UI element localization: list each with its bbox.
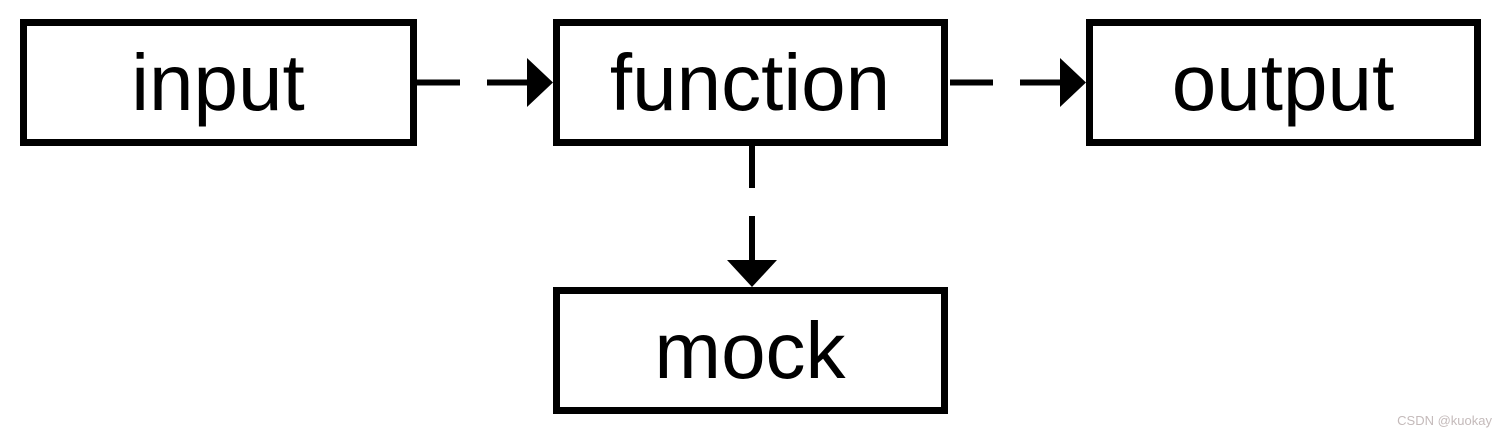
function-box xyxy=(553,19,948,146)
node-input: input xyxy=(20,19,417,146)
node-mock: mock xyxy=(553,287,948,414)
edge-function-to-mock xyxy=(727,146,777,287)
mock-label: mock xyxy=(654,306,846,395)
edge-function-to-output xyxy=(950,58,1086,107)
arrowhead-down-icon xyxy=(727,260,777,287)
arrowhead-right-icon xyxy=(527,58,553,107)
input-label: input xyxy=(131,38,304,127)
input-box xyxy=(20,19,417,146)
node-function: function xyxy=(553,19,948,146)
output-box xyxy=(1086,19,1481,146)
output-label: output xyxy=(1172,38,1394,127)
function-label: function xyxy=(610,38,890,127)
node-output: output xyxy=(1086,19,1481,146)
csdn-watermark: CSDN @kuokay xyxy=(1397,413,1492,428)
arrowhead-right-icon xyxy=(1060,58,1086,107)
edge-input-to-function xyxy=(417,58,553,107)
mock-box xyxy=(553,287,948,414)
